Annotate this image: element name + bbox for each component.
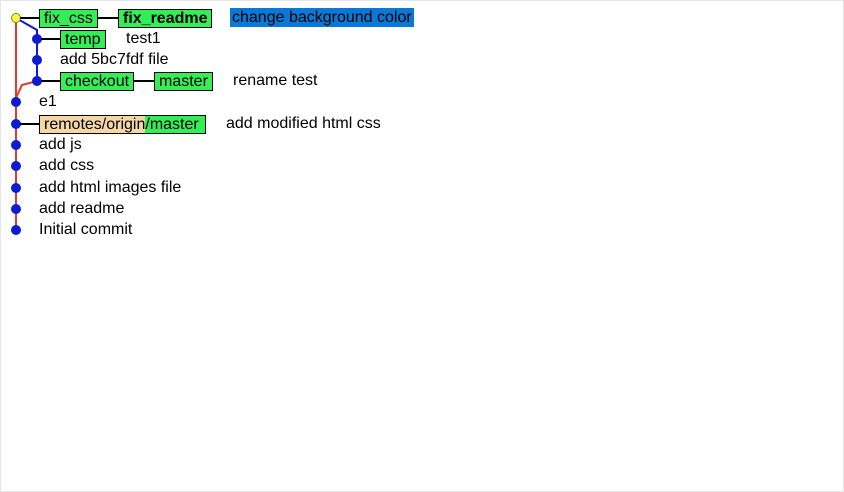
commit-row[interactable]: e1 [1,92,843,113]
branch-tag[interactable]: master [154,72,213,91]
commit-row[interactable]: add readme [1,199,843,220]
commit-row[interactable]: Initial commit [1,220,843,241]
commit-row[interactable]: add css [1,156,843,177]
commit-message[interactable]: add 5bc7fdf file [60,51,169,68]
remote-branch-tag[interactable]: remotes/origin/master [39,115,206,134]
remote-branch-label: /master [145,116,205,133]
commit-message[interactable]: e1 [39,93,57,110]
branch-tag-label: fix_css [44,10,93,27]
branch-tag[interactable]: fix_css [39,9,98,28]
commit-node[interactable] [11,225,21,235]
commit-message[interactable]: add js [39,136,82,153]
commit-message[interactable]: test1 [126,30,161,47]
branch-tag[interactable]: temp [60,30,106,49]
remote-prefix-label: remotes/origin [40,116,146,133]
commit-node[interactable] [11,204,21,214]
commit-node[interactable] [11,161,21,171]
commit-node[interactable] [11,97,21,107]
commit-message[interactable]: add modified html css [226,115,381,132]
commit-node[interactable] [11,183,21,193]
commit-row[interactable]: temp test1 [1,29,843,50]
branch-tag[interactable]: checkout [60,72,134,91]
commit-row[interactable]: fix_css fix_readme change background color [1,8,843,29]
commit-row[interactable]: add html images file [1,178,843,199]
commit-node[interactable] [11,140,21,150]
commit-node[interactable] [32,55,42,65]
branch-tag[interactable]: fix_readme [118,9,212,28]
commit-row[interactable]: checkout master rename test [1,71,843,92]
commit-row[interactable]: remotes/origin/master add modified html c… [1,114,843,135]
commit-message[interactable]: rename test [233,72,318,89]
branch-tag-label: temp [65,31,101,48]
commit-message[interactable]: add html images file [39,179,182,196]
commit-message[interactable]: add readme [39,200,125,217]
branch-tag-label: master [159,73,208,90]
selected-commit-message[interactable]: change background color [230,8,414,27]
branch-tag-label: checkout [65,73,130,90]
branch-tag-label: fix_readme [123,10,208,27]
commit-row[interactable]: add 5bc7fdf file [1,50,843,71]
commit-message[interactable]: Initial commit [39,221,133,238]
commit-row[interactable]: add js [1,135,843,156]
commit-message[interactable]: add css [39,157,95,174]
merge-link-line [15,80,38,99]
